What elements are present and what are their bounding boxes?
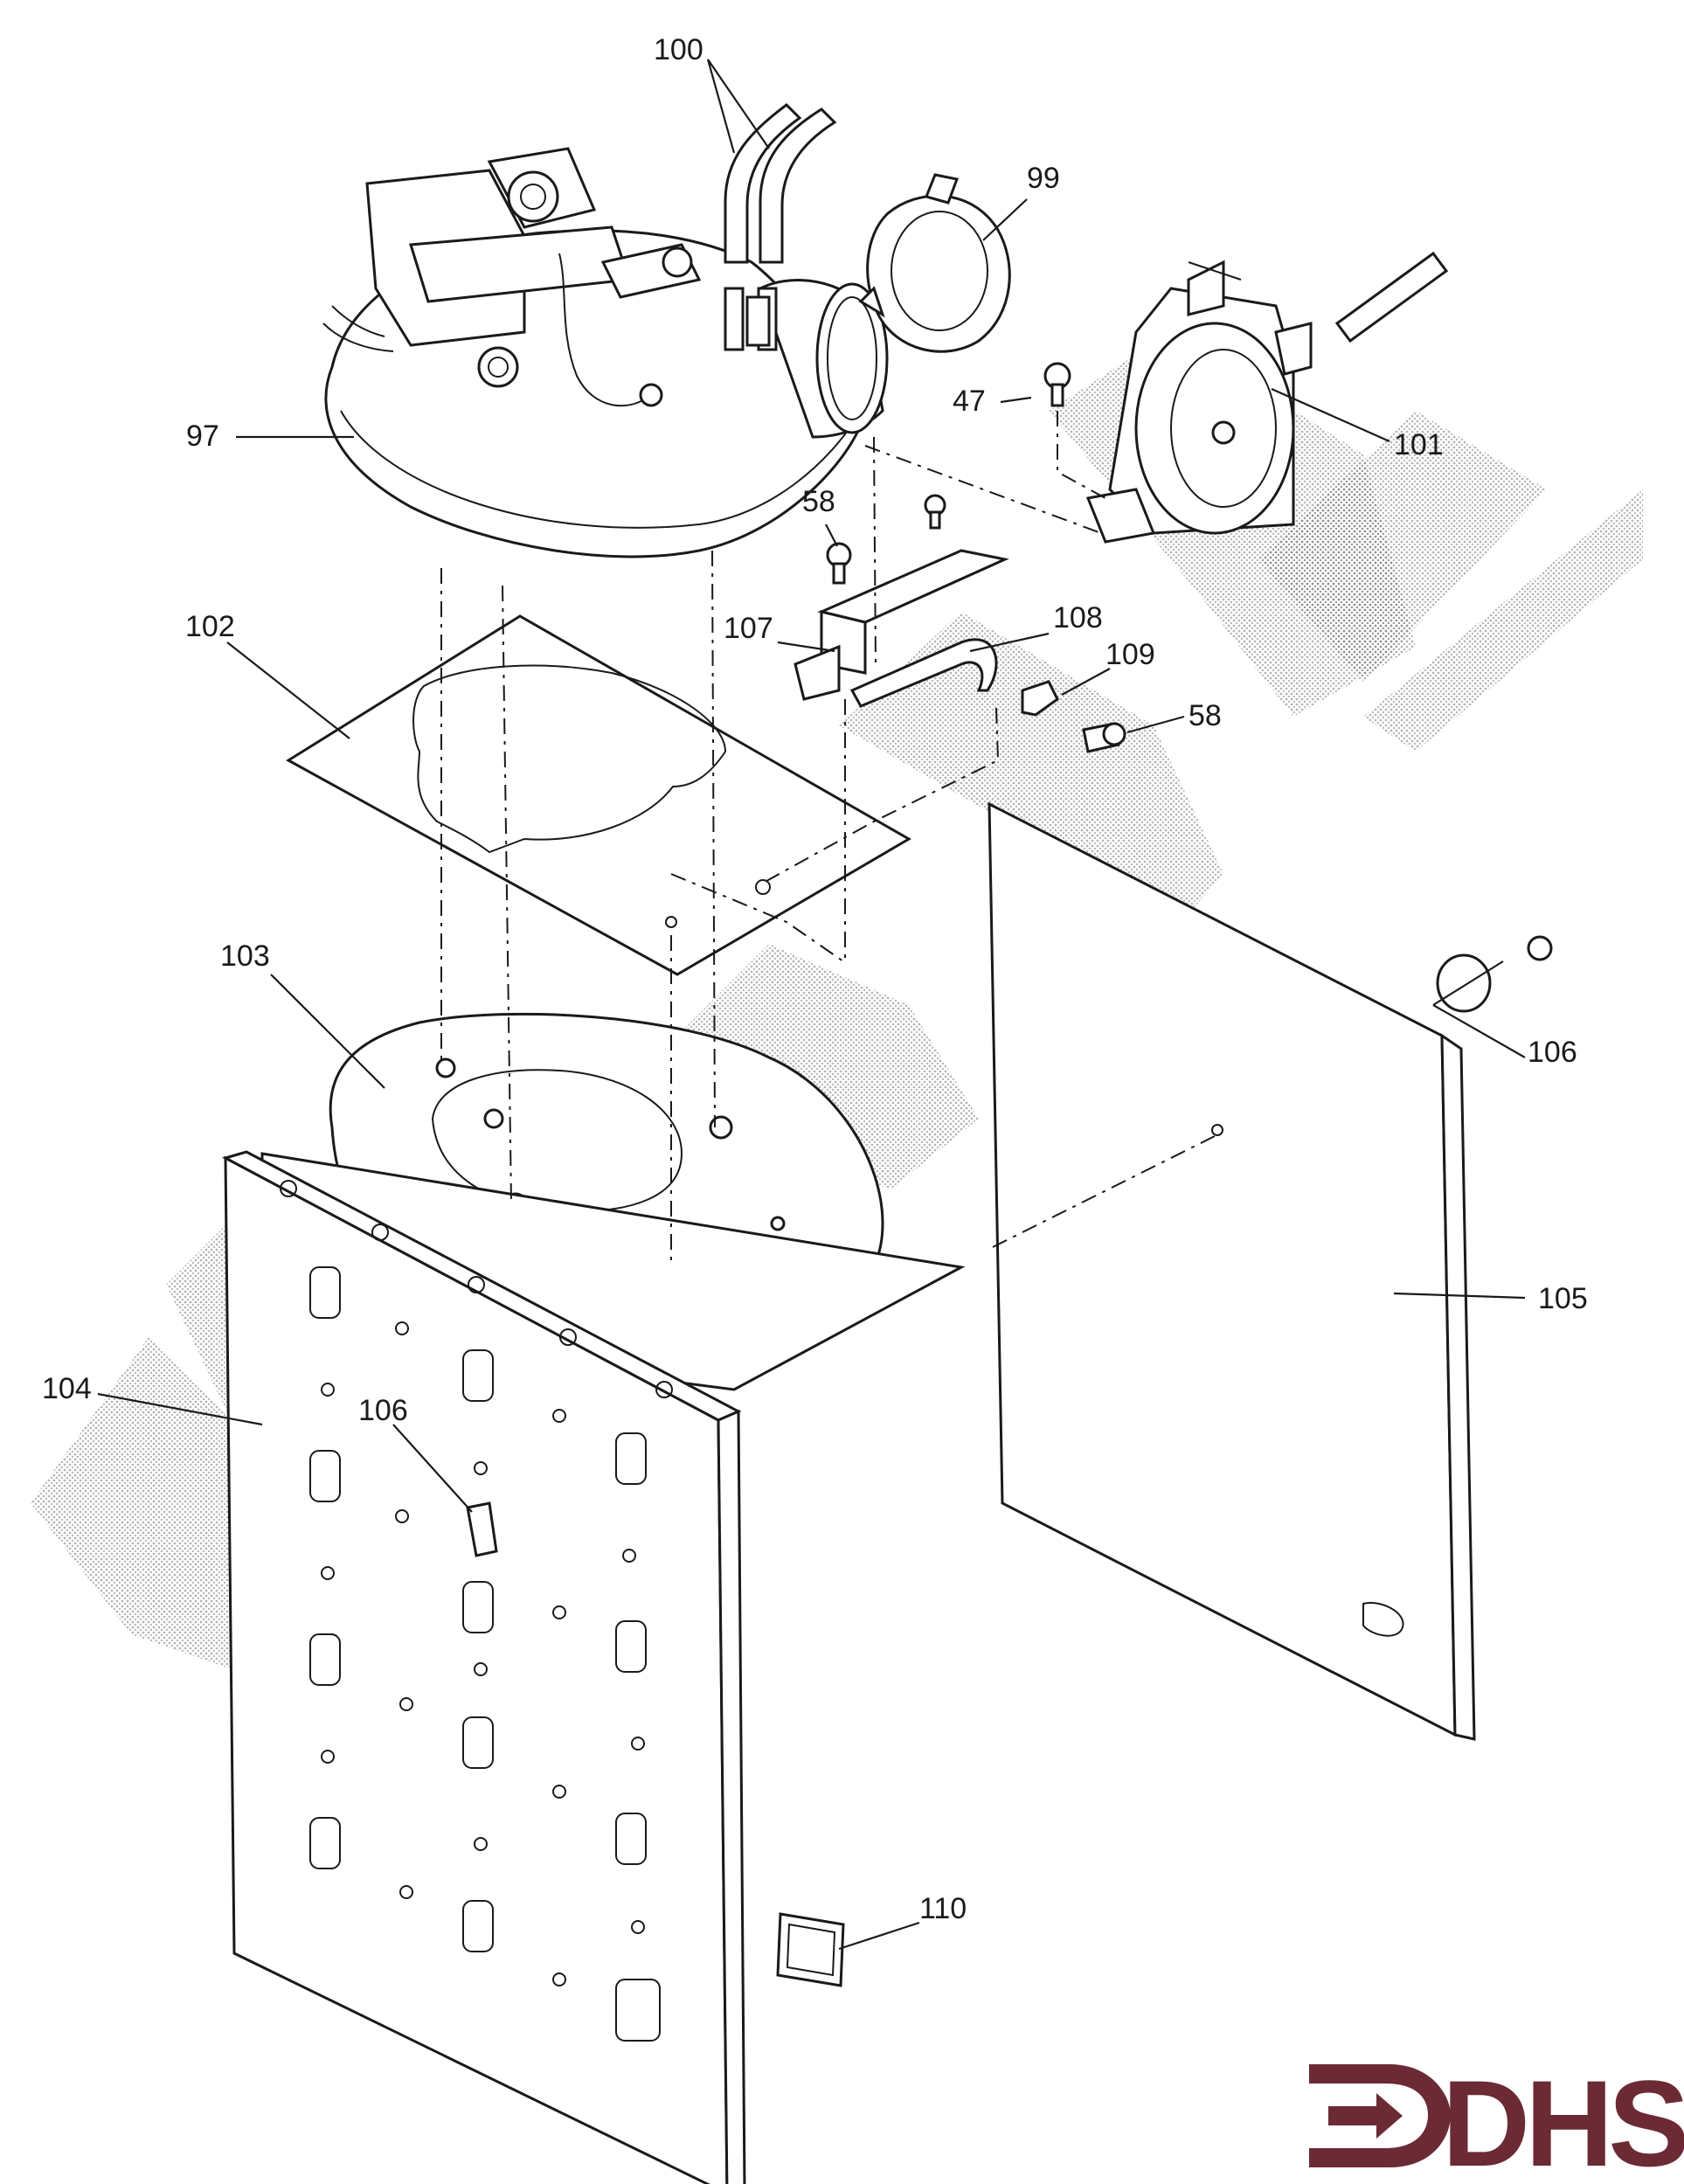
label-106-right: 106 — [1528, 1036, 1577, 1069]
screw-47 — [1043, 362, 1071, 407]
label-100: 100 — [654, 33, 703, 66]
label-97: 97 — [186, 419, 219, 453]
gasket-ring-99 — [858, 173, 1011, 353]
label-110: 110 — [919, 1892, 967, 1925]
panel-holes — [280, 1180, 673, 1986]
fan-assembly-97 — [322, 147, 889, 558]
label-108: 108 — [1053, 601, 1103, 634]
leader-lines — [97, 59, 1526, 1951]
label-102: 102 — [185, 610, 235, 643]
label-99: 99 — [1027, 162, 1060, 195]
tube-108 — [849, 638, 998, 708]
pressure-switch-101 — [1085, 251, 1449, 544]
gasket-plate-102 — [286, 614, 911, 976]
clip-109 — [1021, 680, 1059, 717]
label-47: 47 — [953, 385, 986, 418]
label-58-upper: 58 — [802, 485, 835, 518]
dhs-logo-text: DHS — [1442, 2055, 1684, 2184]
screw-58-lower — [1082, 722, 1126, 753]
clip-106-left — [466, 1501, 498, 1557]
plug-106-right — [1436, 935, 1553, 1013]
label-109: 109 — [1105, 638, 1155, 671]
label-101: 101 — [1394, 428, 1444, 461]
label-58-lower: 58 — [1189, 699, 1222, 732]
label-105: 105 — [1538, 1282, 1588, 1315]
label-110 — [776, 1912, 845, 1987]
label-106-left: 106 — [358, 1394, 408, 1427]
back-panel-104 — [222, 1150, 746, 2184]
part-number-labels: 100 99 47 101 97 58 102 107 108 109 58 1… — [42, 33, 1588, 1925]
side-panel-105 — [988, 801, 1476, 1741]
bracket-107 — [793, 549, 1009, 701]
label-103: 103 — [220, 939, 270, 973]
assembly-guide-lines — [440, 411, 1216, 1263]
label-107: 107 — [724, 612, 773, 645]
panel-slots — [309, 1266, 661, 2042]
dhs-logo: DHS — [1309, 2055, 1684, 2184]
screw-58-upper — [826, 494, 946, 585]
silicone-tubes-100 — [724, 103, 837, 351]
label-104: 104 — [42, 1372, 92, 1405]
